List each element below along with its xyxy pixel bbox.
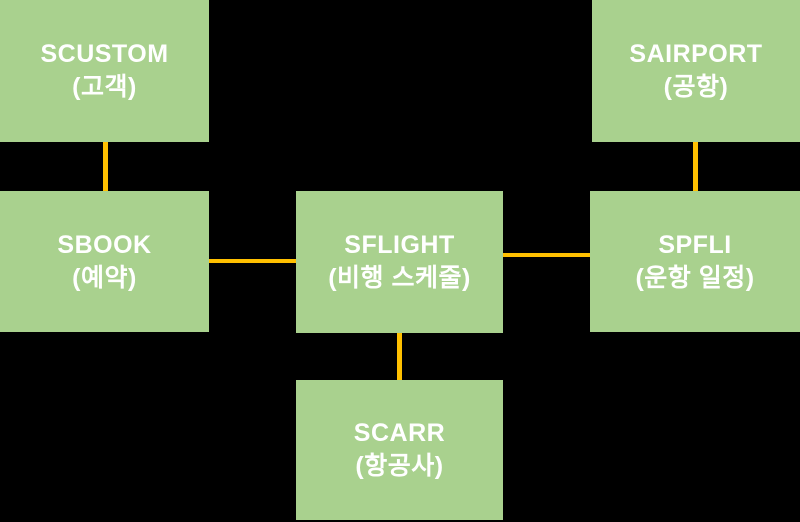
- node-sflight-label-kr: (비행 스케줄): [328, 264, 471, 292]
- node-scustom-label-kr: (고객): [72, 73, 137, 101]
- node-sairport: SAIRPORT (공항): [592, 0, 800, 142]
- node-scarr-label-kr: (항공사): [355, 452, 444, 480]
- node-scarr: SCARR (항공사): [296, 380, 503, 520]
- connector-sflight-spfli: [503, 253, 590, 257]
- node-sflight: SFLIGHT (비행 스케줄): [296, 191, 503, 333]
- node-sbook-label-kr: (예약): [72, 263, 137, 292]
- node-spfli: SPFLI (운항 일정): [590, 191, 800, 332]
- node-spfli-name: SPFLI: [658, 230, 732, 259]
- node-scustom-name: SCUSTOM: [40, 40, 169, 68]
- node-scarr-name: SCARR: [353, 419, 446, 447]
- connector-scustom-sbook: [103, 142, 108, 191]
- node-sbook: SBOOK (예약): [0, 191, 209, 332]
- node-sbook-name: SBOOK: [57, 230, 152, 259]
- connector-sairport-spfli: [693, 142, 698, 191]
- node-spfli-label-kr: (운항 일정): [635, 263, 755, 292]
- node-sflight-name: SFLIGHT: [344, 231, 455, 259]
- node-sairport-name: SAIRPORT: [629, 40, 763, 68]
- node-scustom: SCUSTOM (고객): [0, 0, 209, 142]
- node-sairport-label-kr: (공항): [663, 73, 729, 101]
- connector-sbook-sflight: [209, 259, 296, 263]
- connector-sflight-scarr: [397, 333, 402, 380]
